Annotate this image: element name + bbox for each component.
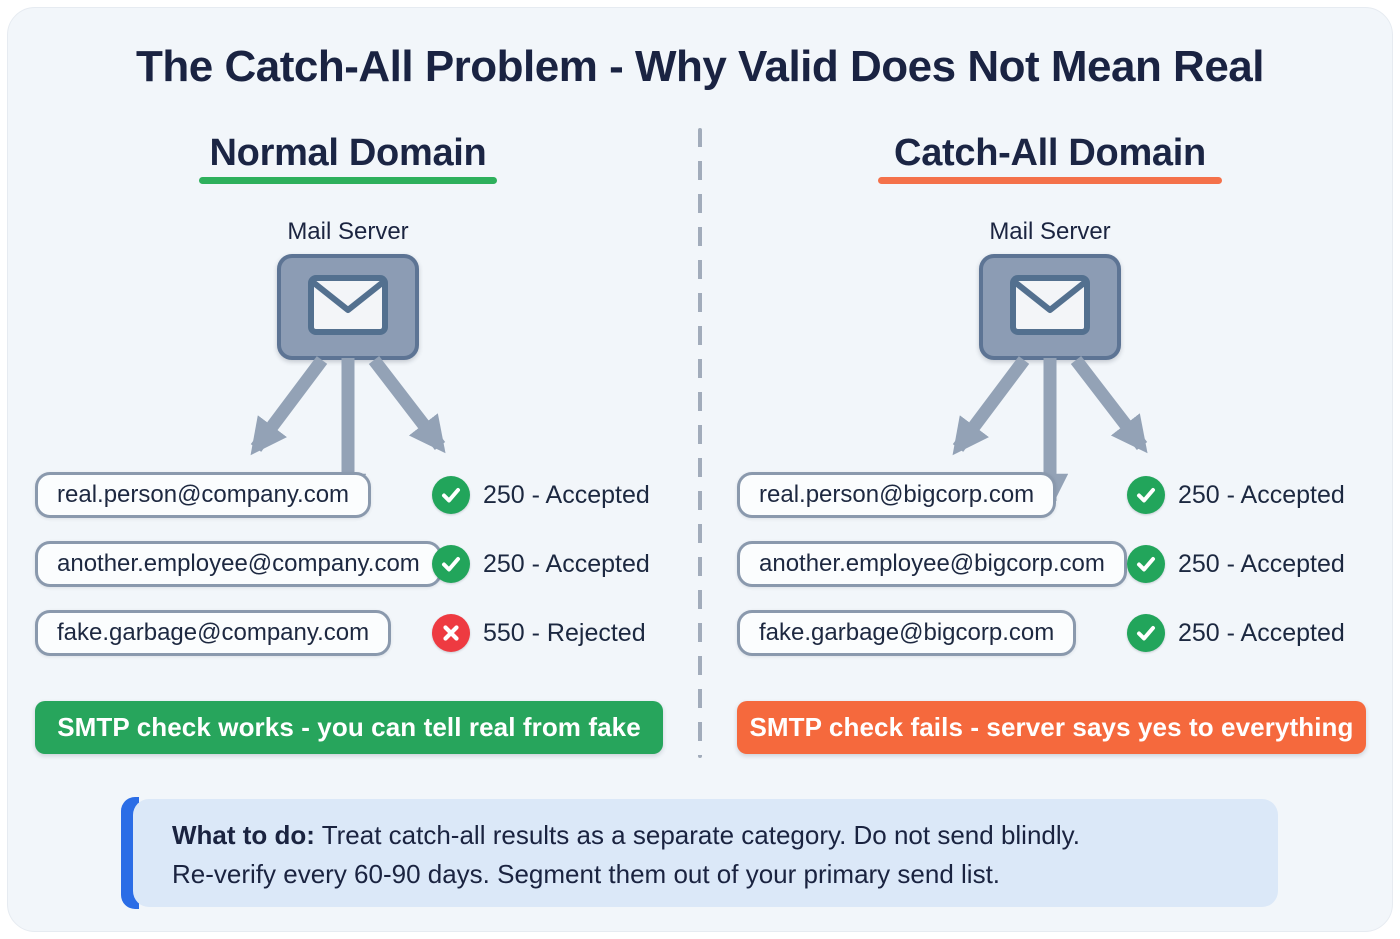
envelope-icon — [1009, 274, 1091, 341]
smtp-result: 250 - Accepted — [1127, 545, 1345, 583]
status-text: 250 - Accepted — [1178, 549, 1345, 578]
smtp-result: 250 - Accepted — [432, 476, 650, 514]
summary-banner-fails: SMTP check fails - server says yes to ev… — [737, 701, 1366, 754]
column-divider — [698, 128, 702, 758]
heading-underline-green — [199, 177, 497, 184]
mail-server-label: Mail Server — [989, 218, 1111, 245]
email-address-box: fake.garbage@bigcorp.com — [737, 610, 1077, 656]
note-line2: Re-verify every 60-90 days. Segment them… — [172, 859, 1001, 889]
smtp-result: 250 - Accepted — [432, 545, 650, 583]
check-icon — [1127, 545, 1165, 583]
note-text: What to do: Treat catch-all results as a… — [172, 816, 1258, 894]
smtp-result: 250 - Accepted — [1127, 614, 1345, 652]
status-text: 550 - Rejected — [483, 618, 646, 647]
status-text: 250 - Accepted — [483, 549, 650, 578]
smtp-result: 550 - Rejected — [432, 614, 646, 652]
check-icon — [432, 545, 470, 583]
page-title: The Catch-All Problem - Why Valid Does N… — [136, 42, 1264, 91]
column-heading-normal: Normal Domain — [209, 132, 487, 174]
check-icon — [1127, 614, 1165, 652]
email-address-box: real.person@company.com — [35, 472, 372, 518]
mail-server-box — [979, 254, 1121, 360]
smtp-result: 250 - Accepted — [1127, 476, 1345, 514]
heading-underline-orange — [878, 177, 1222, 184]
email-address-box: another.employee@company.com — [35, 541, 442, 587]
status-text: 250 - Accepted — [1178, 618, 1345, 647]
mail-server-label: Mail Server — [287, 218, 409, 245]
email-address-box: real.person@bigcorp.com — [737, 472, 1057, 518]
status-text: 250 - Accepted — [1178, 480, 1345, 509]
note-line1: Treat catch-all results as a separate ca… — [321, 820, 1080, 850]
x-icon — [432, 614, 470, 652]
summary-banner-works: SMTP check works - you can tell real fro… — [35, 701, 663, 754]
envelope-icon — [307, 274, 389, 341]
email-address-box: fake.garbage@company.com — [35, 610, 392, 656]
mail-server-box — [277, 254, 419, 360]
column-heading-catchall: Catch-All Domain — [894, 132, 1206, 174]
note-label: What to do: — [172, 820, 315, 850]
check-icon — [432, 476, 470, 514]
check-icon — [1127, 476, 1165, 514]
email-address-box: another.employee@bigcorp.com — [737, 541, 1127, 587]
status-text: 250 - Accepted — [483, 480, 650, 509]
note-card: What to do: Treat catch-all results as a… — [133, 799, 1278, 907]
